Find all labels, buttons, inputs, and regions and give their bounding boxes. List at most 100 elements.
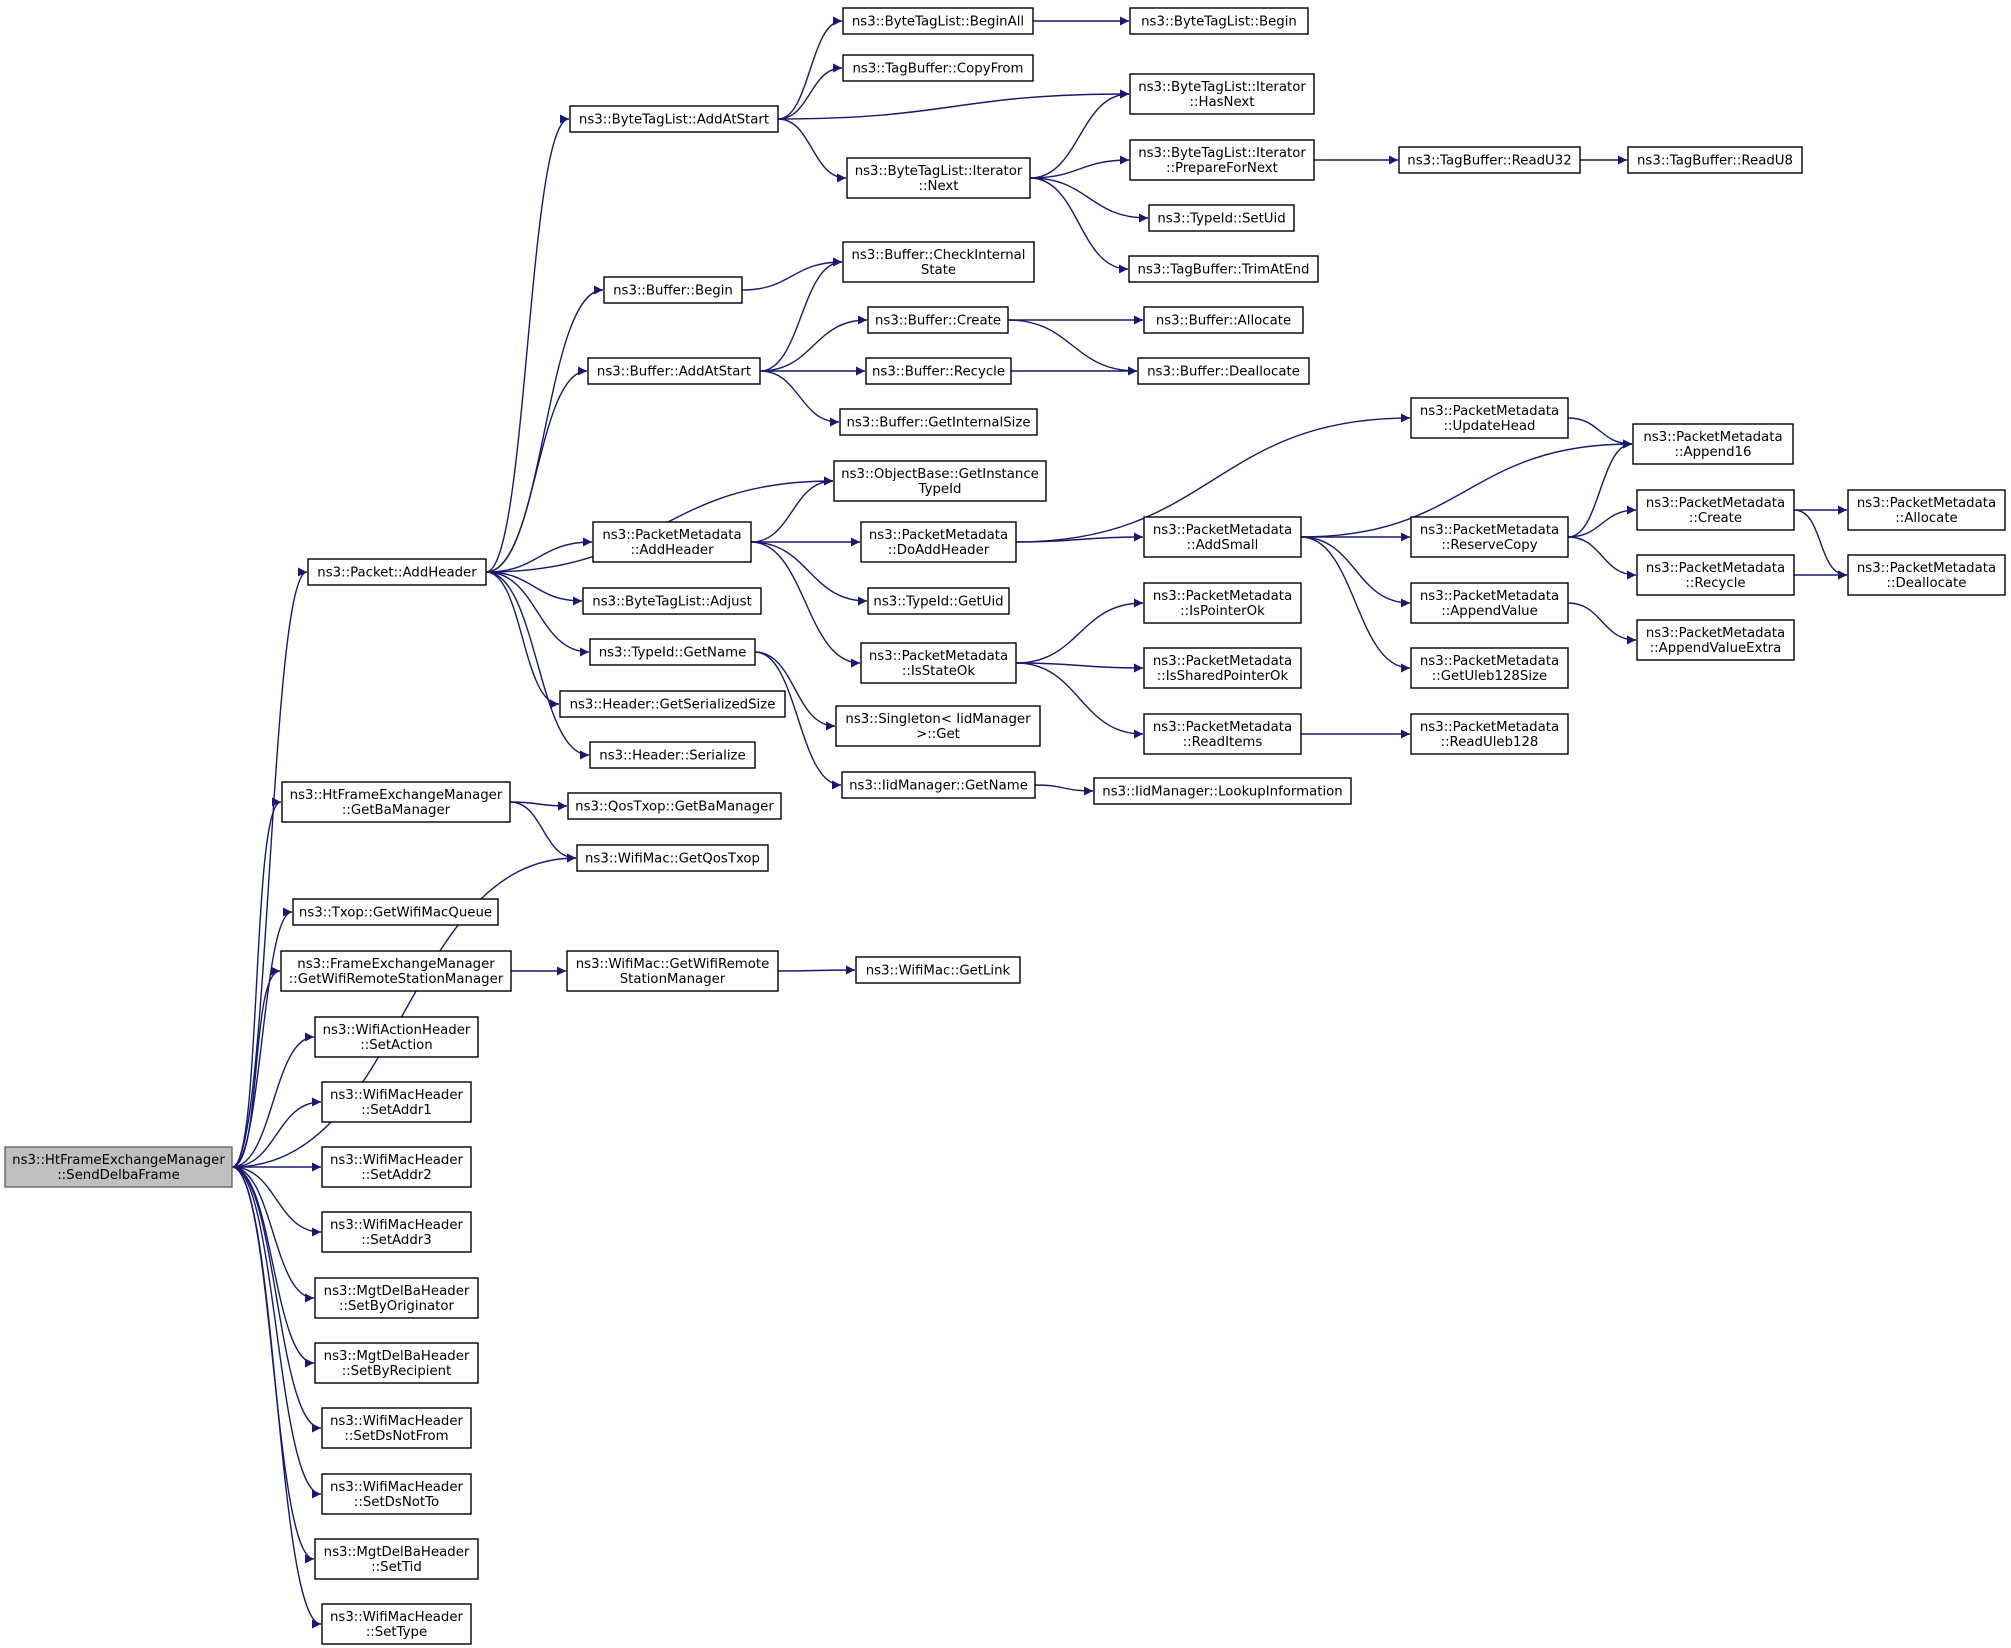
node-ns3-bytetaglist-addatstart[interactable]: ns3::ByteTagList::AddAtStart [569, 105, 779, 133]
node-label-line: ns3::PacketMetadata [869, 528, 1008, 543]
node-ns3-packetmetadata-append16[interactable]: ns3::PacketMetadata::Append16 [1632, 423, 1794, 465]
node-ns3-buffer-recycle[interactable]: ns3::Buffer::Recycle [865, 357, 1012, 385]
node-ns3-buffer-allocate[interactable]: ns3::Buffer::Allocate [1143, 306, 1304, 334]
node-ns3-wifimac-getlink[interactable]: ns3::WifiMac::GetLink [855, 956, 1021, 984]
node-ns3-wifimac-getwifiremote-stationmanager[interactable]: ns3::WifiMac::GetWifiRemoteStationManage… [566, 950, 779, 992]
node-ns3-wifimacheader-settype[interactable]: ns3::WifiMacHeader::SetType [321, 1603, 472, 1645]
node-ns3-wifiactionheader-setaction[interactable]: ns3::WifiActionHeader::SetAction [314, 1016, 479, 1058]
node-box [559, 690, 786, 718]
node-label-line: ns3::Txop::GetWifiMacQueue [299, 906, 492, 921]
node-ns3-bytetaglist-adjust[interactable]: ns3::ByteTagList::Adjust [582, 587, 762, 615]
node-ns3-tagbuffer-trimatend[interactable]: ns3::TagBuffer::TrimAtEnd [1128, 255, 1319, 283]
node-ns3-qostxop-getbamanager[interactable]: ns3::QosTxop::GetBaManager [567, 792, 782, 820]
node-label-line: ns3::TypeId::GetName [599, 646, 747, 661]
edge-pkt_addheader-to-buf_begin [485, 285, 604, 573]
node-ns3-packetmetadata-readitems[interactable]: ns3::PacketMetadata::ReadItems [1143, 713, 1302, 755]
node-box [1632, 423, 1794, 465]
node-box [314, 1538, 479, 1580]
node-ns3-packetmetadata-addsmall[interactable]: ns3::PacketMetadata::AddSmall [1143, 516, 1302, 558]
node-ns3-typeid-getname[interactable]: ns3::TypeId::GetName [589, 638, 756, 666]
node-ns3-header-serialize[interactable]: ns3::Header::Serialize [589, 741, 756, 769]
node-ns3-packetmetadata-updatehead[interactable]: ns3::PacketMetadata::UpdateHead [1410, 397, 1569, 439]
node-ns3-packetmetadata-deallocate[interactable]: ns3::PacketMetadata::Deallocate [1847, 554, 2006, 596]
node-ns3-htframeexchangemanager-getbamanager[interactable]: ns3::HtFrameExchangeManager::GetBaManage… [281, 781, 511, 823]
node-box [1847, 554, 2006, 596]
edge-root-to-wmh_settype [231, 1166, 322, 1629]
node-ns3-txop-getwifimacqueue[interactable]: ns3::Txop::GetWifiMacQueue [292, 898, 499, 926]
node-label-line: ns3::Header::GetSerializedSize [570, 698, 776, 713]
node-label-line: ns3::PacketMetadata [1420, 523, 1559, 538]
node-ns3-mgtdelbaheader-settid[interactable]: ns3::MgtDelBaHeader::SetTid [314, 1538, 479, 1580]
node-box [842, 241, 1035, 283]
edge-btli_next-to-btli_hasnext [1029, 89, 1130, 179]
edge-root-to-fem_getwrsm [231, 966, 281, 1168]
node-ns3-buffer-deallocate[interactable]: ns3::Buffer::Deallocate [1137, 357, 1310, 385]
node-label-line: ns3::Header::Serialize [599, 749, 745, 764]
node-ns3-packetmetadata-doaddheader[interactable]: ns3::PacketMetadata::DoAddHeader [860, 521, 1017, 563]
node-ns3-packetmetadata-recycle[interactable]: ns3::PacketMetadata::Recycle [1636, 554, 1795, 596]
node-ns3-typeid-setuid[interactable]: ns3::TypeId::SetUid [1148, 204, 1295, 232]
node-ns3-packetmetadata-addheader[interactable]: ns3::PacketMetadata::AddHeader [592, 521, 752, 563]
node-box [280, 950, 512, 992]
node-ns3-wifimac-getqostxop[interactable]: ns3::WifiMac::GetQosTxop [576, 844, 769, 872]
node-ns3-packetmetadata-allocate[interactable]: ns3::PacketMetadata::Allocate [1847, 489, 2006, 531]
edge-tid_getname-to-iid_getname [754, 651, 842, 790]
edge-pkt_addheader-to-pm_addheader [485, 537, 593, 573]
node-ns3-wifimacheader-setaddr3[interactable]: ns3::WifiMacHeader::SetAddr3 [321, 1211, 472, 1253]
node-box [307, 558, 487, 586]
node-box [314, 1016, 479, 1058]
node-ns3-buffer-addatstart[interactable]: ns3::Buffer::AddAtStart [587, 357, 761, 385]
node-ns3-packetmetadata-create[interactable]: ns3::PacketMetadata::Create [1636, 489, 1795, 531]
node-ns3-packetmetadata-ispointerok[interactable]: ns3::PacketMetadata::IsPointerOk [1143, 582, 1302, 624]
node-ns3-bytetaglist-beginall[interactable]: ns3::ByteTagList::BeginAll [842, 7, 1034, 35]
node-ns3-htframeexchangemanager-senddelbaframe[interactable]: ns3::HtFrameExchangeManager::SendDelbaFr… [4, 1146, 233, 1188]
node-ns3-tagbuffer-readu32[interactable]: ns3::TagBuffer::ReadU32 [1398, 146, 1581, 174]
node-ns3-singleton-iidmanager-get[interactable]: ns3::Singleton< IidManager>::Get [835, 705, 1041, 747]
node-ns3-packetmetadata-isstateok[interactable]: ns3::PacketMetadata::IsStateOk [860, 642, 1017, 684]
edge-buf_begin-to-buf_checkint [741, 257, 843, 291]
node-ns3-packetmetadata-appendvalue[interactable]: ns3::PacketMetadata::AppendValue [1410, 582, 1569, 624]
node-ns3-bytetaglist-begin[interactable]: ns3::ByteTagList::Begin [1129, 7, 1309, 35]
edge-pm_addsmall-to-pm_append16 [1300, 439, 1633, 538]
node-ns3-packetmetadata-readuleb128[interactable]: ns3::PacketMetadata::ReadUleb128 [1410, 713, 1569, 755]
node-ns3-typeid-getuid[interactable]: ns3::TypeId::GetUid [867, 587, 1010, 615]
node-box [603, 276, 743, 304]
node-ns3-mgtdelbaheader-setbyrecipient[interactable]: ns3::MgtDelBaHeader::SetByRecipient [314, 1342, 479, 1384]
node-ns3-buffer-getinternalsize[interactable]: ns3::Buffer::GetInternalSize [839, 408, 1038, 436]
node-ns3-header-getserializedsize[interactable]: ns3::Header::GetSerializedSize [559, 690, 786, 718]
node-ns3-packet-addheader[interactable]: ns3::Packet::AddHeader [307, 558, 487, 586]
node-ns3-packetmetadata-getuleb128size[interactable]: ns3::PacketMetadata::GetUleb128Size [1410, 647, 1569, 689]
node-label-line: ns3::PacketMetadata [1153, 720, 1292, 735]
edge-btl_addatstart-to-btli_next [777, 118, 847, 183]
node-box [321, 1081, 472, 1123]
node-ns3-frameexchangemanager-getwifiremotestationmanager[interactable]: ns3::FrameExchangeManager::GetWifiRemote… [280, 950, 512, 992]
node-ns3-bytetaglist-iterator-next[interactable]: ns3::ByteTagList::Iterator::Next [846, 157, 1031, 199]
node-ns3-wifimacheader-setdsnotfrom[interactable]: ns3::WifiMacHeader::SetDsNotFrom [321, 1407, 472, 1449]
node-ns3-packetmetadata-reservecopy[interactable]: ns3::PacketMetadata::ReserveCopy [1410, 516, 1569, 558]
node-ns3-wifimacheader-setdsnotto[interactable]: ns3::WifiMacHeader::SetDsNotTo [321, 1473, 472, 1515]
node-ns3-bytetaglist-iterator-preparefornext[interactable]: ns3::ByteTagList::Iterator::PrepareForNe… [1129, 139, 1315, 181]
node-ns3-tagbuffer-readu8[interactable]: ns3::TagBuffer::ReadU8 [1627, 146, 1803, 174]
node-ns3-bytetaglist-iterator-hasnext[interactable]: ns3::ByteTagList::Iterator::HasNext [1129, 73, 1315, 115]
node-label-line: ns3::HtFrameExchangeManager [12, 1153, 225, 1168]
node-label-line: ns3::Buffer::Deallocate [1147, 365, 1300, 380]
node-ns3-iidmanager-lookupinformation[interactable]: ns3::IidManager::LookupInformation [1093, 777, 1352, 805]
node-ns3-buffer-create[interactable]: ns3::Buffer::Create [867, 306, 1009, 334]
edge-pm_appendvalue-to-pm_appendvalueextra [1567, 602, 1637, 645]
node-ns3-packetmetadata-appendvalueextra[interactable]: ns3::PacketMetadata::AppendValueExtra [1636, 619, 1795, 661]
node-ns3-wifimacheader-setaddr2[interactable]: ns3::WifiMacHeader::SetAddr2 [321, 1146, 472, 1188]
node-label-line: ns3::Buffer::Recycle [872, 365, 1005, 380]
node-ns3-mgtdelbaheader-setbyoriginator[interactable]: ns3::MgtDelBaHeader::SetByOriginator [314, 1277, 479, 1319]
node-ns3-tagbuffer-copyfrom[interactable]: ns3::TagBuffer::CopyFrom [842, 54, 1034, 82]
node-ns3-wifimacheader-setaddr1[interactable]: ns3::WifiMacHeader::SetAddr1 [321, 1081, 472, 1123]
node-ns3-iidmanager-getname[interactable]: ns3::IidManager::GetName [841, 771, 1036, 799]
edge-root-to-wmh_setaddr3 [231, 1166, 322, 1237]
node-box [1410, 516, 1569, 558]
edge-pkt_addheader-to-btl_adjust [485, 571, 583, 606]
node-ns3-packetmetadata-issharedpointerok[interactable]: ns3::PacketMetadata::IsSharedPointerOk [1143, 647, 1302, 689]
node-ns3-buffer-begin[interactable]: ns3::Buffer::Begin [603, 276, 743, 304]
edge-root-to-wmh_setdsnotto [231, 1166, 322, 1499]
edge-root-to-wmh_setdsnotfrom [231, 1166, 322, 1433]
